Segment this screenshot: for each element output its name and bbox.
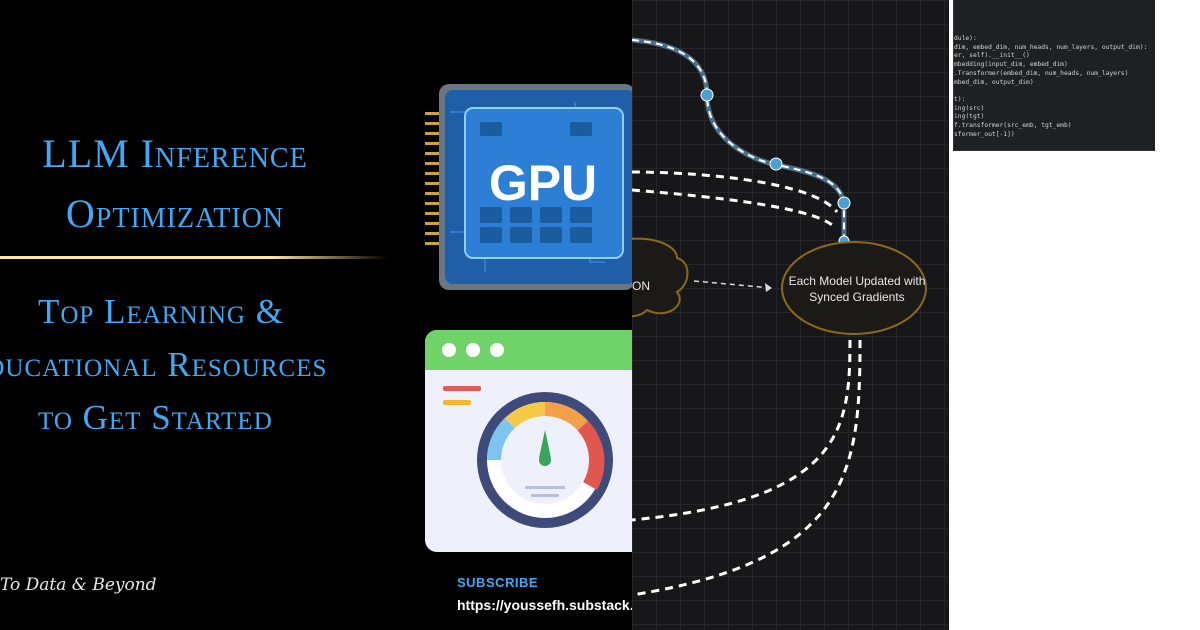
brand-signature: To Data & Beyond <box>0 575 157 595</box>
code-line: dim, embed_dim, num_heads, num_layers, o… <box>954 43 1148 51</box>
code-line: ing(tgt) <box>954 113 985 121</box>
node-left <box>632 237 689 318</box>
code-lines: dule):dim, embed_dim, num_heads, num_lay… <box>954 35 1147 139</box>
speedometer-window-icon <box>425 330 632 552</box>
connector-handle <box>769 157 783 171</box>
title-divider <box>0 256 388 259</box>
code-line: f.transformer(src_emb, tgt_emb) <box>954 122 1072 130</box>
connector-handle <box>700 88 714 102</box>
node-left-label: ON <box>632 279 650 293</box>
gpu-chip-icon <box>425 84 632 290</box>
title-line-2: Optimization <box>65 191 285 236</box>
code-line: dule): <box>954 35 977 42</box>
diagram-connectors <box>632 37 927 597</box>
title-line-1: LLM Inference <box>42 131 308 176</box>
sync-connector <box>632 37 847 243</box>
subscribe-label: SUBSCRIBE <box>457 575 539 590</box>
code-line <box>954 87 1147 96</box>
subtitle-line-1: Top Learning & <box>38 292 284 331</box>
code-line: mbed_dim, output_dim) <box>954 78 1034 86</box>
connector-handle <box>837 196 851 210</box>
subtitle-line-3: to Get Started <box>38 398 273 437</box>
subtitle-line-2: Educational Resources <box>0 345 328 384</box>
node-right-label: Each Model Updated with Synced Gradients <box>788 274 926 304</box>
code-line: sformer_out[-1]) <box>954 130 1015 138</box>
node-right <box>781 241 927 335</box>
code-line: er, self).__init__() <box>954 52 1030 60</box>
subscribe-url-link[interactable]: https://youssefh.substack.com <box>457 597 632 613</box>
gpu-label: GPU <box>488 155 598 211</box>
diagram-panel: ON Each Model Updated with Synced Gradie… <box>632 0 949 630</box>
code-line: .Transformer(embed_dim, num_heads, num_l… <box>954 69 1129 77</box>
thumbnail-left-panel: LLM Inference Optimization Top Learning … <box>0 0 632 630</box>
code-line: mbedding(input_dim, embed_dim) <box>954 61 1068 69</box>
code-line: t): <box>954 95 966 103</box>
code-line: ing(src) <box>954 104 985 112</box>
code-snippet-panel: dule):dim, embed_dim, num_heads, num_lay… <box>953 0 1155 151</box>
